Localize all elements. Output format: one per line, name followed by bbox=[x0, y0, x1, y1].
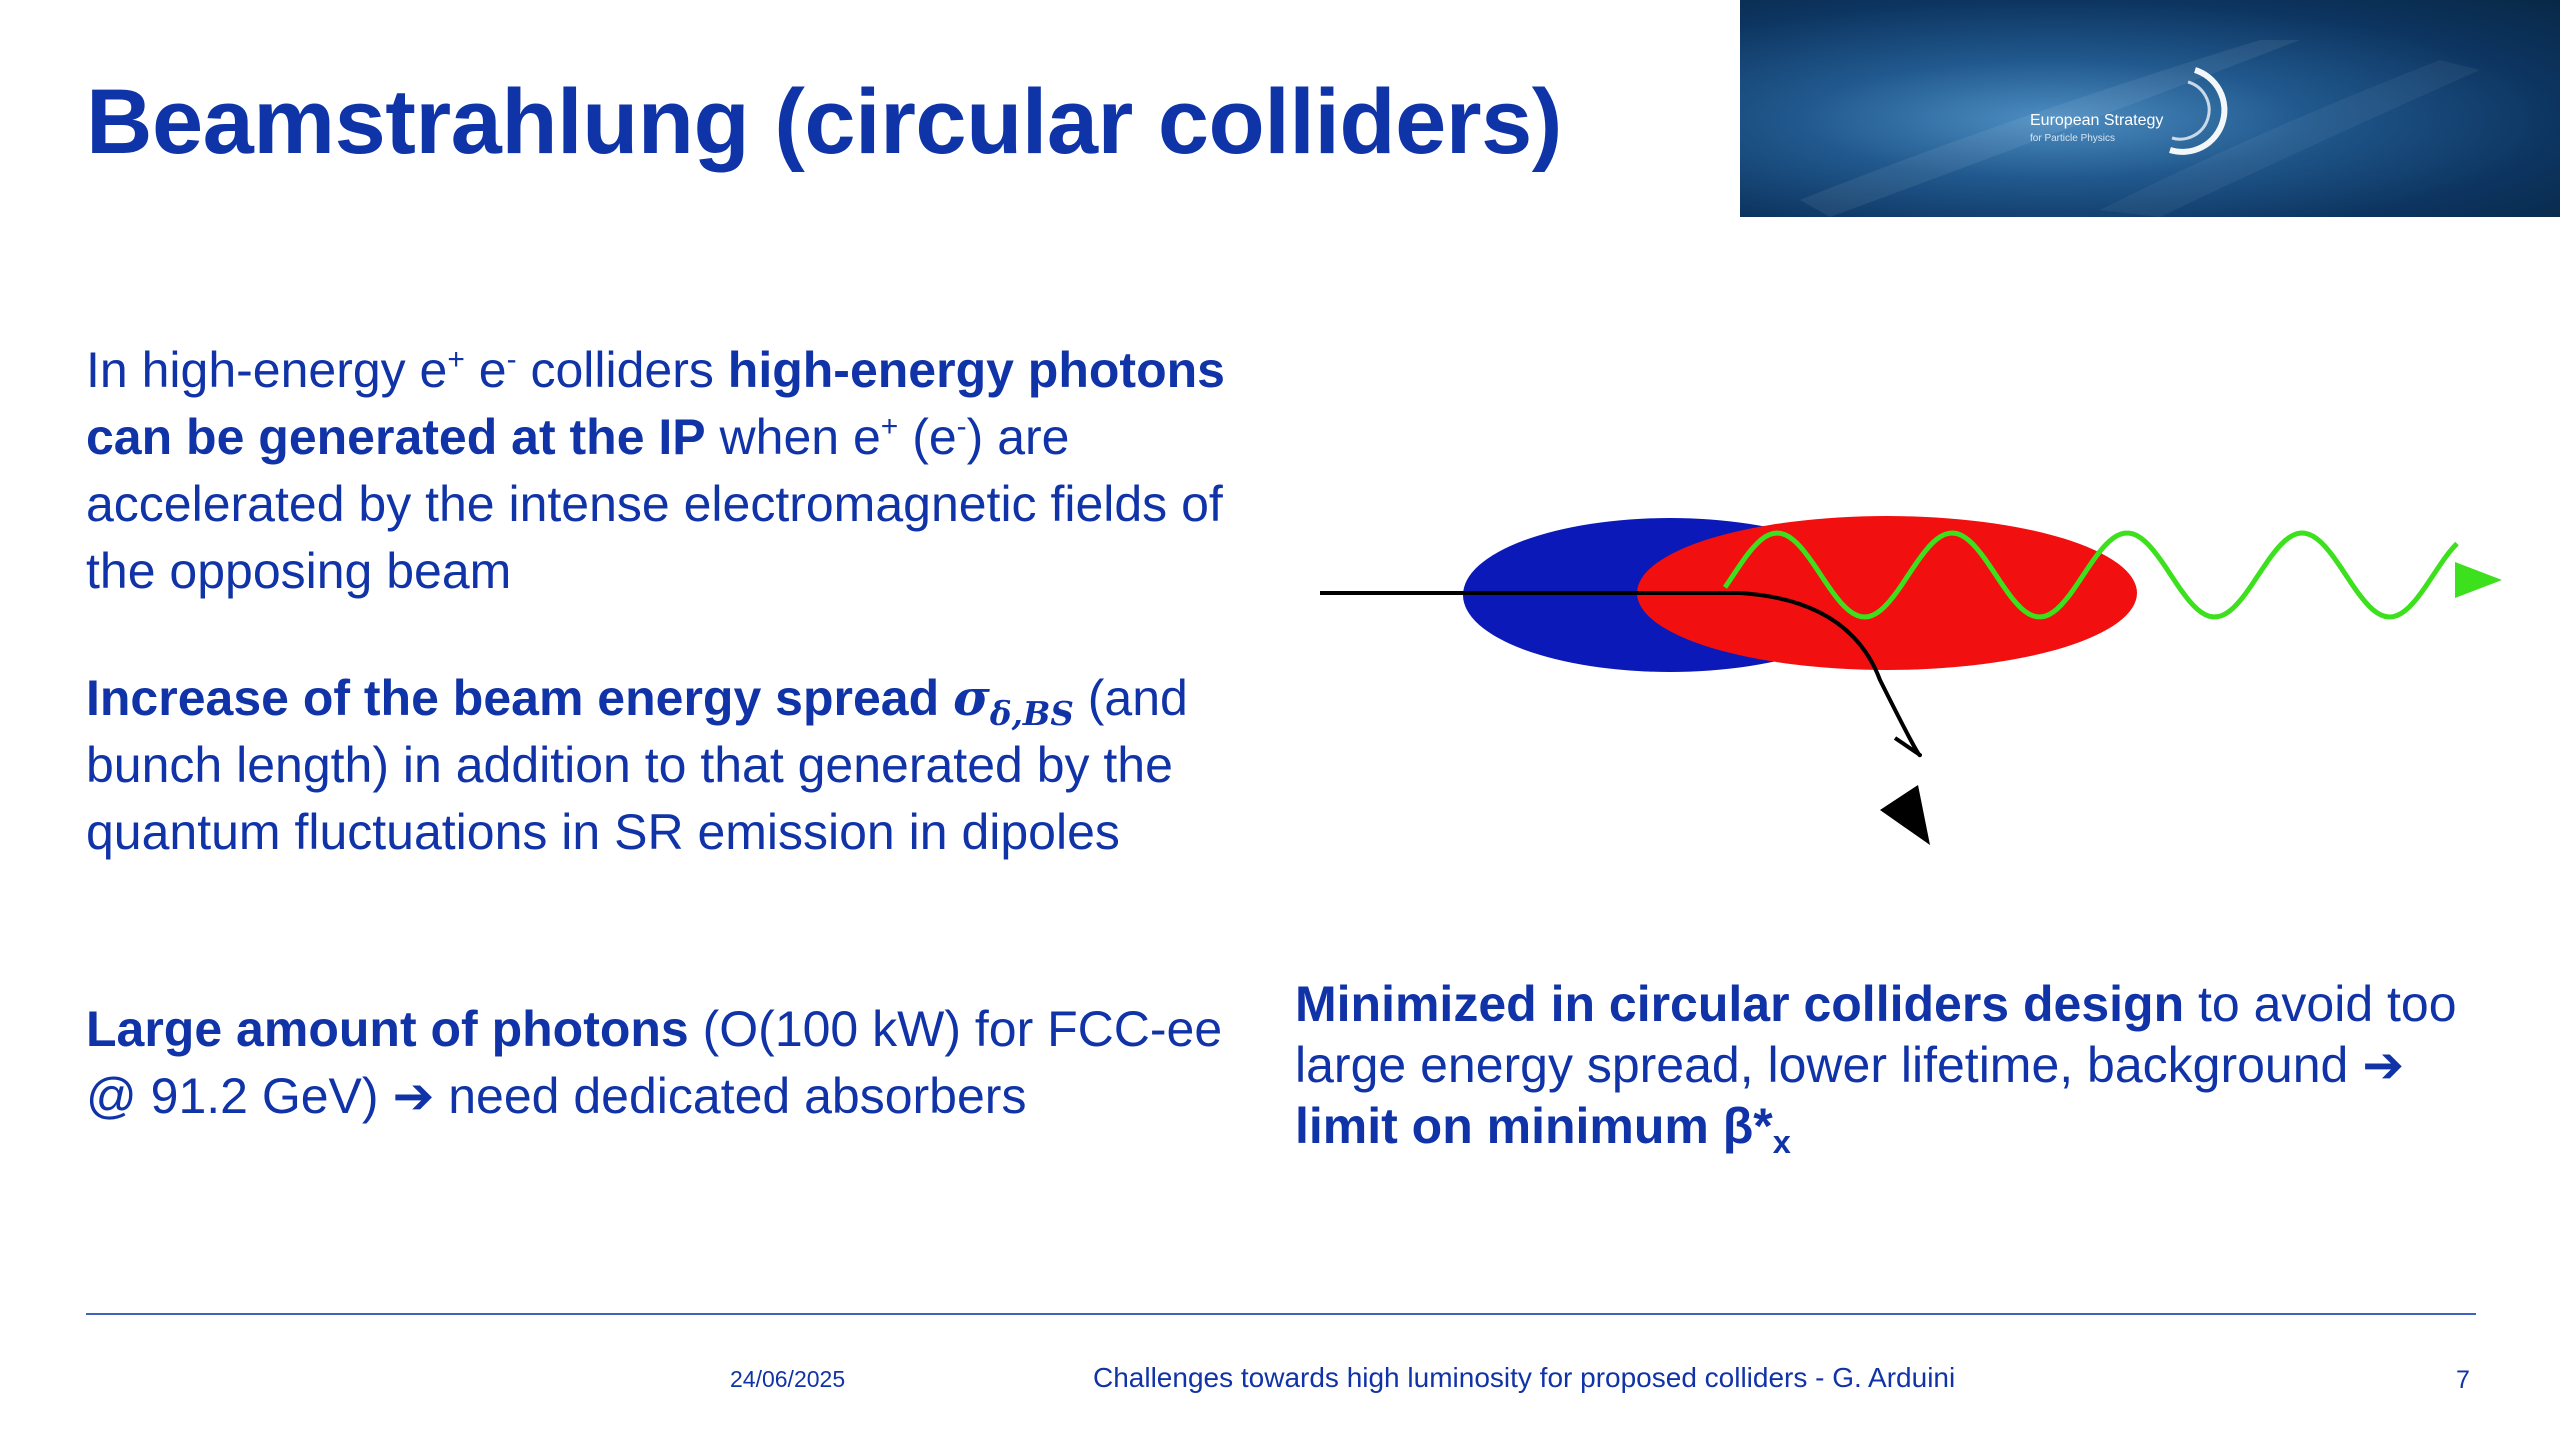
paragraph-photon-absorbers: Large amount of photons (O(100 kW) for F… bbox=[86, 1001, 1223, 1124]
footer-date: 24/06/2025 bbox=[730, 1366, 846, 1392]
arrow-icon: ➔ bbox=[392, 1068, 435, 1124]
european-strategy-banner: European Strategy for Particle Physics bbox=[1740, 0, 2560, 217]
banner-line1: European Strategy bbox=[2030, 112, 2164, 129]
strategy-logo-icon bbox=[2169, 67, 2228, 155]
paragraph-energy-spread: Increase of the beam energy spread σδ,BS… bbox=[86, 668, 1188, 860]
banner-artwork bbox=[1800, 40, 2480, 217]
banner-line2: for Particle Physics bbox=[2030, 133, 2116, 144]
beamstrahlung-diagram bbox=[1320, 516, 2502, 845]
paragraph-photon-generation: In high-energy e+ e- colliders high-ener… bbox=[86, 342, 1225, 599]
arrow-icon: ➔ bbox=[2362, 1037, 2405, 1093]
sigma-symbol: σδ,BS bbox=[953, 668, 1074, 733]
banner-logo-text: European Strategy for Particle Physics bbox=[2030, 112, 2163, 148]
footer-divider bbox=[86, 1313, 2476, 1315]
electron-track bbox=[1320, 591, 1923, 758]
page-number: 7 bbox=[2456, 1366, 2470, 1394]
paragraph-circular-design: Minimized in circular colliders design t… bbox=[1295, 976, 2457, 1160]
beam-positron-bunch bbox=[1637, 516, 2137, 670]
footer-title: Challenges towards high luminosity for p… bbox=[1093, 1362, 1956, 1393]
slide-title: Beamstrahlung (circular colliders) bbox=[86, 71, 1562, 173]
photon-arrowhead bbox=[2455, 562, 2502, 598]
electron-track-arrowhead bbox=[1880, 785, 1930, 845]
photon-wave bbox=[1722, 530, 2459, 620]
